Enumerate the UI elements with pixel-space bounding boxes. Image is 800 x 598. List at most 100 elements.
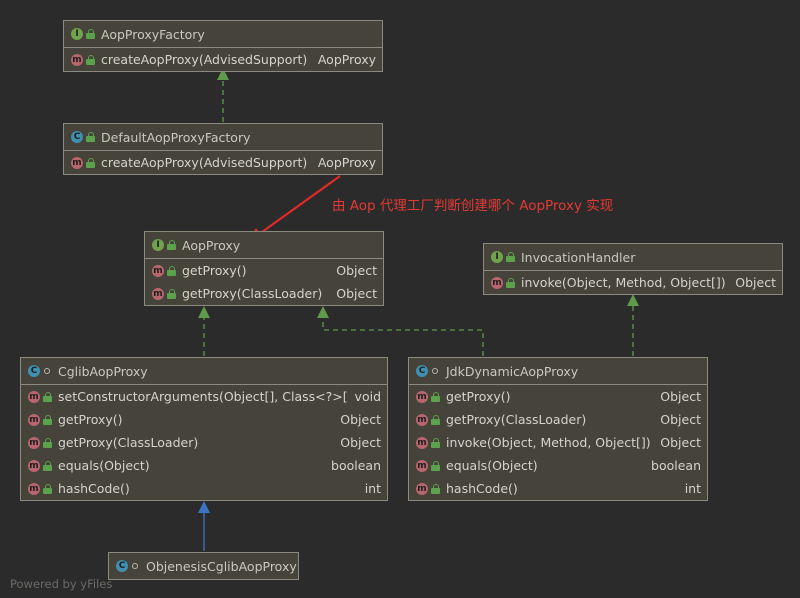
method-name: hashCode() bbox=[58, 481, 130, 496]
public-visibility-icon bbox=[86, 157, 95, 168]
method-row: m equals(Object) boolean bbox=[21, 454, 387, 477]
node-jdk-dynamic-aop-proxy[interactable]: C JdkDynamicAopProxy m getProxy() Object… bbox=[408, 357, 708, 501]
public-visibility-icon bbox=[431, 414, 440, 425]
method-row: m createAopProxy(AdvisedSupport) AopProx… bbox=[64, 48, 382, 71]
node-header: I AopProxy bbox=[145, 232, 383, 259]
return-type: Object bbox=[660, 412, 701, 427]
node-title: JdkDynamicAopProxy bbox=[446, 363, 579, 379]
node-aop-proxy[interactable]: I AopProxy m getProxy() Object m getProx… bbox=[144, 231, 384, 306]
public-visibility-icon bbox=[167, 288, 176, 299]
arrowhead-cglib bbox=[198, 501, 210, 513]
public-visibility-icon bbox=[43, 391, 52, 402]
method-icon: m bbox=[152, 287, 164, 300]
arrowhead-factory bbox=[217, 68, 229, 80]
public-visibility-icon bbox=[43, 437, 52, 448]
method-name: getProxy() bbox=[58, 412, 123, 427]
method-row: m getProxy(ClassLoader) Object bbox=[145, 282, 383, 305]
method-icon: m bbox=[28, 436, 40, 449]
annotation-arrow bbox=[254, 175, 341, 238]
node-header: C DefaultAopProxyFactory bbox=[64, 124, 382, 151]
public-visibility-icon bbox=[86, 132, 95, 142]
package-private-visibility-icon bbox=[431, 366, 440, 376]
edge-jdk-implements-aopproxy bbox=[322, 315, 484, 356]
node-aop-proxy-factory[interactable]: I AopProxyFactory m createAopProxy(Advis… bbox=[63, 20, 383, 72]
method-icon: m bbox=[416, 390, 428, 403]
return-type: Object bbox=[340, 435, 381, 450]
method-name: createAopProxy(AdvisedSupport) bbox=[101, 52, 308, 67]
method-icon: m bbox=[491, 276, 503, 289]
node-header: I InvocationHandler bbox=[484, 244, 782, 271]
method-row: m invoke(Object, Method, Object[]) Objec… bbox=[484, 271, 782, 294]
return-type: Object bbox=[660, 389, 701, 404]
arrowhead-invocationhandler bbox=[627, 294, 639, 306]
method-name: hashCode() bbox=[446, 481, 518, 496]
method-name: getProxy() bbox=[182, 263, 247, 278]
method-name: getProxy(ClassLoader) bbox=[446, 412, 587, 427]
node-title: InvocationHandler bbox=[521, 249, 636, 265]
arrowhead-aopproxy-left bbox=[198, 306, 210, 318]
method-row: m hashCode() int bbox=[21, 477, 387, 500]
public-visibility-icon bbox=[506, 277, 515, 288]
method-name: getProxy(ClassLoader) bbox=[58, 435, 199, 450]
method-row: m getProxy() Object bbox=[21, 408, 387, 431]
node-title: CglibAopProxy bbox=[58, 363, 148, 379]
public-visibility-icon bbox=[431, 483, 440, 494]
method-name: getProxy() bbox=[446, 389, 511, 404]
class-icon: C bbox=[71, 131, 83, 143]
method-icon: m bbox=[71, 156, 83, 169]
class-icon: C bbox=[116, 560, 128, 572]
public-visibility-icon bbox=[431, 460, 440, 471]
return-type: Object bbox=[735, 275, 776, 290]
method-row: m createAopProxy(AdvisedSupport) AopProx… bbox=[64, 151, 382, 174]
public-visibility-icon bbox=[86, 54, 95, 65]
return-type: Object bbox=[340, 412, 381, 427]
public-visibility-icon bbox=[167, 240, 176, 250]
package-private-visibility-icon bbox=[43, 366, 52, 376]
method-icon: m bbox=[416, 482, 428, 495]
node-invocation-handler[interactable]: I InvocationHandler m invoke(Object, Met… bbox=[483, 243, 783, 295]
public-visibility-icon bbox=[43, 414, 52, 425]
method-row: m getProxy(ClassLoader) Object bbox=[409, 408, 707, 431]
arrowhead-aopproxy-right bbox=[317, 306, 329, 318]
return-type: boolean bbox=[651, 458, 701, 473]
public-visibility-icon bbox=[431, 437, 440, 448]
return-type: int bbox=[684, 481, 701, 496]
method-row: m getProxy() Object bbox=[145, 259, 383, 282]
interface-icon: I bbox=[71, 28, 83, 40]
method-icon: m bbox=[152, 264, 164, 277]
method-icon: m bbox=[416, 413, 428, 426]
method-name: createAopProxy(AdvisedSupport) bbox=[101, 155, 308, 170]
method-row: m getProxy(ClassLoader) Object bbox=[21, 431, 387, 454]
public-visibility-icon bbox=[506, 252, 515, 262]
return-type: void bbox=[354, 389, 381, 404]
return-type: boolean bbox=[331, 458, 381, 473]
method-row: m hashCode() int bbox=[409, 477, 707, 500]
node-title: AopProxyFactory bbox=[101, 26, 205, 42]
return-type: Object bbox=[336, 286, 377, 301]
method-name: equals(Object) bbox=[58, 458, 150, 473]
node-cglib-aop-proxy[interactable]: C CglibAopProxy m setConstructorArgument… bbox=[20, 357, 388, 501]
public-visibility-icon bbox=[43, 483, 52, 494]
method-icon: m bbox=[416, 459, 428, 472]
method-row: m setConstructorArguments(Object[], Clas… bbox=[21, 385, 387, 408]
package-private-visibility-icon bbox=[131, 561, 140, 571]
method-icon: m bbox=[28, 413, 40, 426]
return-type: AopProxy bbox=[317, 52, 376, 67]
annotation-text: 由 Aop 代理工厂判断创建哪个 AopProxy 实现 bbox=[332, 198, 614, 214]
public-visibility-icon bbox=[167, 265, 176, 276]
public-visibility-icon bbox=[431, 391, 440, 402]
return-type: int bbox=[364, 481, 381, 496]
node-objenesis-cglib-aop-proxy[interactable]: C ObjenesisCglibAopProxy bbox=[108, 552, 299, 580]
method-name: setConstructorArguments(Object[], Class<… bbox=[58, 389, 347, 404]
interface-icon: I bbox=[491, 251, 503, 263]
method-icon: m bbox=[28, 390, 40, 403]
method-row: m getProxy() Object bbox=[409, 385, 707, 408]
return-type: Object bbox=[660, 435, 701, 450]
node-header: C JdkDynamicAopProxy bbox=[409, 358, 707, 385]
method-name: invoke(Object, Method, Object[]) bbox=[446, 435, 651, 450]
method-icon: m bbox=[416, 436, 428, 449]
node-default-aop-proxy-factory[interactable]: C DefaultAopProxyFactory m createAopProx… bbox=[63, 123, 383, 175]
method-row: m invoke(Object, Method, Object[]) Objec… bbox=[409, 431, 707, 454]
node-title: AopProxy bbox=[182, 237, 241, 253]
